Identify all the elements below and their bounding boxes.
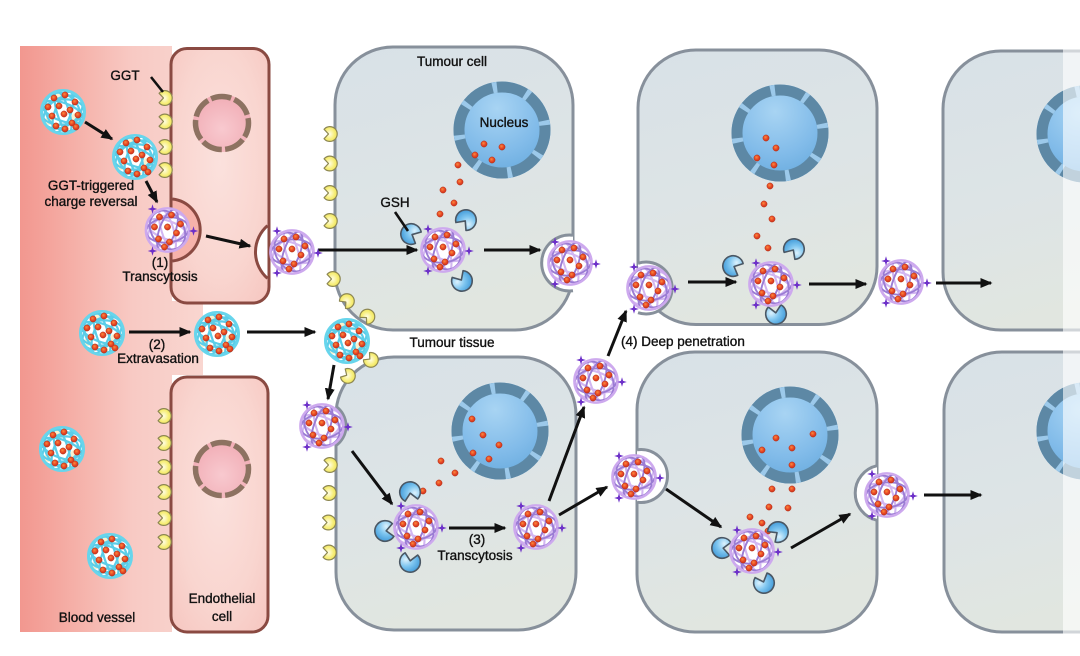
svg-text:Nucleus: Nucleus	[480, 115, 529, 130]
svg-text:Extravasation: Extravasation	[117, 351, 199, 366]
svg-text:Endothelial: Endothelial	[189, 591, 256, 606]
svg-text:(1): (1)	[152, 255, 169, 270]
svg-text:cell: cell	[212, 609, 232, 624]
svg-text:(3): (3)	[469, 532, 486, 547]
svg-text:GSH: GSH	[380, 195, 409, 210]
svg-text:GGT: GGT	[110, 68, 139, 83]
svg-text:GGT-triggered: GGT-triggered	[48, 178, 134, 193]
svg-text:(2): (2)	[149, 337, 166, 352]
svg-text:Transcytosis: Transcytosis	[437, 548, 513, 563]
svg-text:(4) Deep penetration: (4) Deep penetration	[621, 334, 745, 349]
svg-text:Blood vessel: Blood vessel	[59, 610, 136, 625]
svg-text:charge reversal: charge reversal	[44, 194, 137, 209]
svg-text:Tumour tissue: Tumour tissue	[409, 335, 494, 350]
svg-text:Tumour cell: Tumour cell	[417, 54, 487, 69]
svg-text:Transcytosis: Transcytosis	[122, 269, 198, 284]
